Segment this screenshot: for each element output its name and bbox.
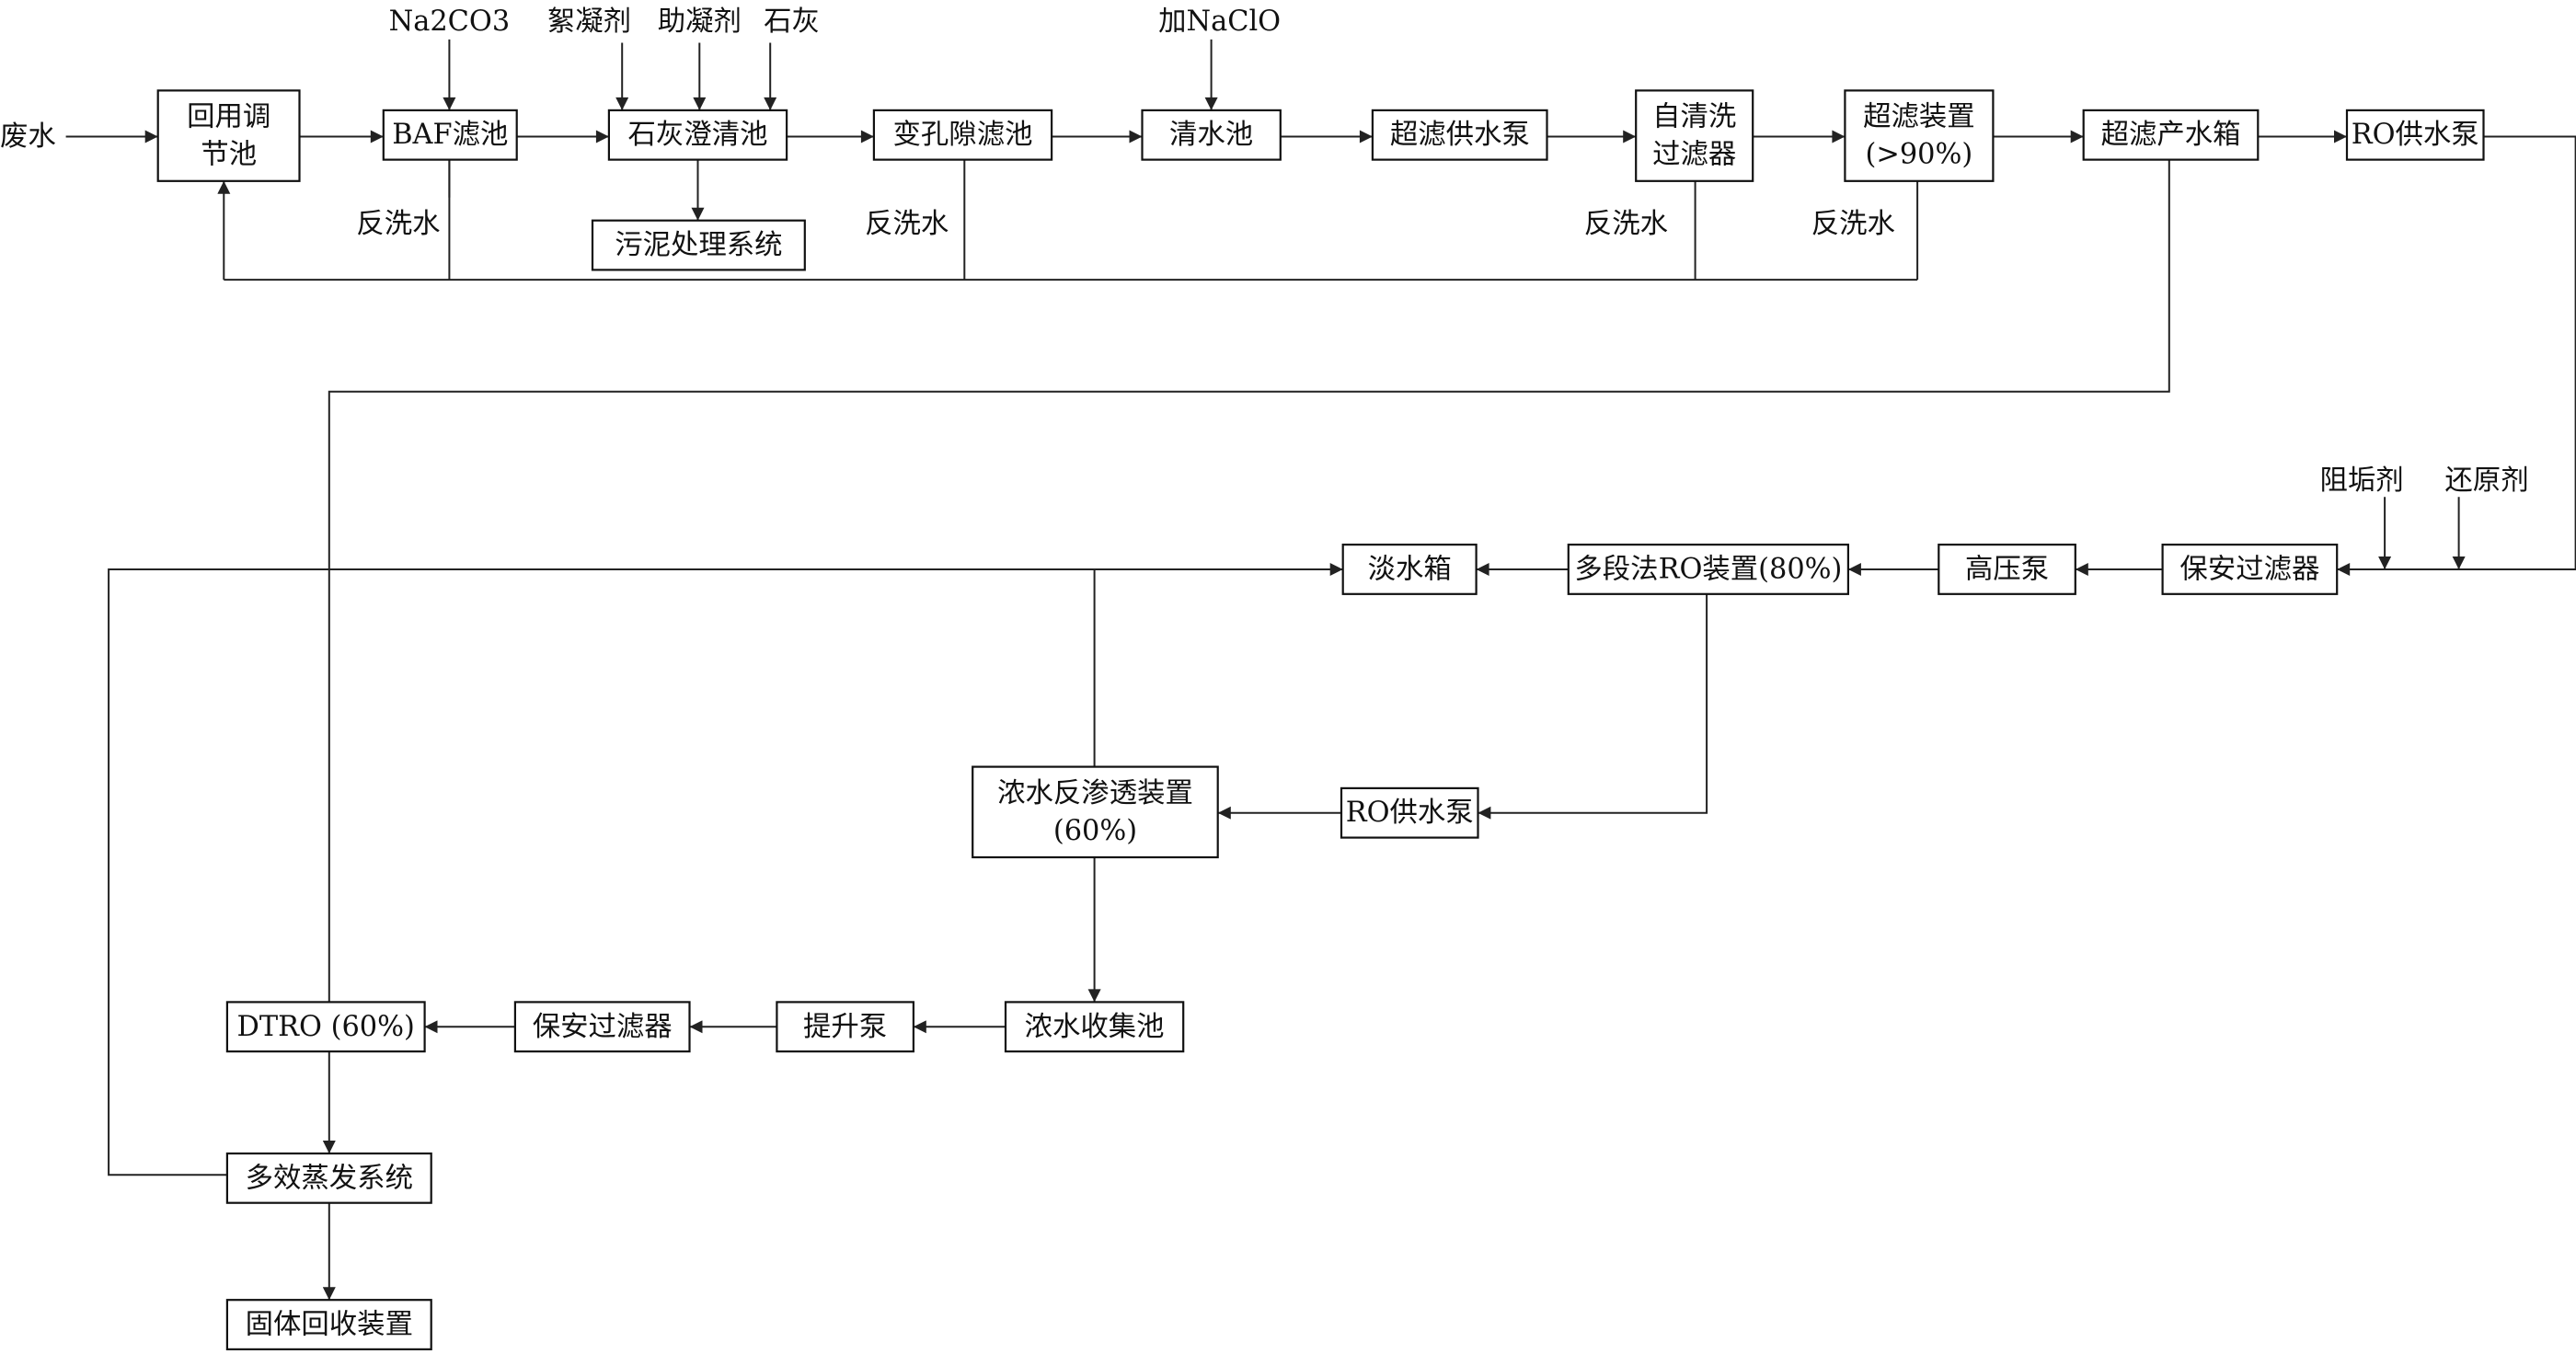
box-label: 回用调 [187,101,270,133]
box-label: 多效蒸发系统 [246,1162,413,1194]
box-outline [591,219,806,271]
chaolv-dev-box: 超滤装置 (>90%) [1844,89,1995,182]
tisheng-box: 提升泵 [776,1001,915,1053]
nongshui-ro-box: 浓水反渗透装置 (60%) [972,765,1219,859]
label-fanxi4: 反洗水 [1811,208,1895,240]
connector-38 [108,568,1095,1176]
box-outline [225,1001,426,1053]
connector-lines [65,39,2576,1301]
box-outline [225,1299,432,1350]
box-label: 变孔隙滤池 [893,119,1033,151]
box-label: 提升泵 [803,1011,887,1043]
box-label: 高压泵 [1965,554,2049,586]
label-fanxi3: 反洗水 [1584,208,1668,240]
box-outline [1938,543,2076,595]
duoxiao-box: 多效蒸发系统 [225,1152,432,1204]
nongshui-pool-box: 浓水收集池 [1004,1001,1185,1053]
box-label: 清水池 [1169,119,1253,151]
label-fanxi1: 反洗水 [356,208,440,240]
box-outline [156,89,301,182]
box-label: 浓水收集池 [1025,1011,1165,1043]
baf-box: BAF滤池 [382,109,518,161]
connector-23 [2337,135,2576,576]
box-outline [1341,543,1478,595]
label-feishui: 废水 [0,120,56,153]
box-outline [1004,1001,1185,1053]
guti-box: 固体回收装置 [225,1299,432,1350]
label-huanyuan: 还原剂 [2444,465,2528,497]
label-shihui: 石灰 [764,6,820,38]
ro-pump1-box: RO供水泵 [2345,109,2485,161]
gaoya-box: 高压泵 [1938,543,2076,595]
box-outline [1371,109,1548,161]
box-outline [225,1152,432,1204]
box-label: (>90%) [1866,139,1973,171]
box-outline [2082,109,2260,161]
box-outline [382,109,518,161]
box-outline [872,109,1053,161]
ro-pump2-box: RO供水泵 [1340,786,1479,839]
box-outline [1635,89,1754,182]
box-label: 固体回收装置 [246,1309,413,1341]
box-outline [1567,543,1850,595]
box-label: RO供水泵 [1346,797,1474,829]
danshui-box: 淡水箱 [1341,543,1478,595]
wuni-box: 污泥处理系统 [591,219,806,271]
label-zhuning: 助凝剂 [658,6,742,38]
box-label: 节池 [201,139,257,171]
box-outline [972,765,1219,859]
box-label: 超滤产水箱 [2101,119,2241,151]
qingshui-box: 清水池 [1141,109,1282,161]
connector-29 [1478,593,1708,820]
flow-labels: 废水 Na2CO3 絮凝剂助凝剂石灰 加NaClO 反洗水 反洗水 反洗水 反洗水阻垢剂 还原剂 [0,6,2529,497]
box-label: RO供水泵 [2352,119,2479,151]
box-label: 淡水箱 [1368,554,1452,586]
box-label: 超滤装置 [1863,101,1975,133]
box-outline [1141,109,1282,161]
box-outline [776,1001,915,1053]
box-label: 超滤供水泵 [1390,119,1530,151]
bian-kong-box: 变孔隙滤池 [872,109,1053,161]
shihui-cheng-box: 石灰澄清池 [607,109,788,161]
box-label: 污泥处理系统 [615,229,782,261]
label-na2co3: Na2CO3 [389,6,511,38]
label-fanxi2: 反洗水 [865,208,949,240]
chaolv-pump-box: 超滤供水泵 [1371,109,1548,161]
box-outline [607,109,788,161]
label-xuning: 絮凝剂 [547,6,631,38]
connector-39 [328,159,2170,1003]
dtro-box: DTRO (60%) [225,1001,426,1053]
box-outline [2345,109,2485,161]
box-label: 浓水反渗透装置 [997,777,1193,809]
label-zugou: 阻垢剂 [2320,465,2404,497]
label-naclo: 加NaClO [1158,6,1281,38]
baoan2-box: 保安过滤器 [513,1001,691,1053]
ro-multi-box: 多段法RO装置(80%) [1567,543,1850,595]
box-label: DTRO (60%) [237,1011,415,1043]
box-label: (60%) [1053,815,1137,847]
box-label: 多段法RO装置(80%) [1574,554,1842,586]
box-outline [513,1001,691,1053]
box-label: 过滤器 [1652,139,1736,171]
box-label: BAF滤池 [392,119,508,151]
box-outline [1844,89,1995,182]
box-outline [1340,786,1479,839]
box-label: 保安过滤器 [2179,554,2319,586]
connector-31 [1093,563,1343,767]
chaolv-tank-box: 超滤产水箱 [2082,109,2260,161]
box-outline [2161,543,2339,595]
box-label: 保安过滤器 [533,1011,673,1043]
box-label: 自清洗 [1652,101,1736,133]
box-label: 石灰澄清池 [628,119,768,151]
baoan1-box: 保安过滤器 [2161,543,2339,595]
